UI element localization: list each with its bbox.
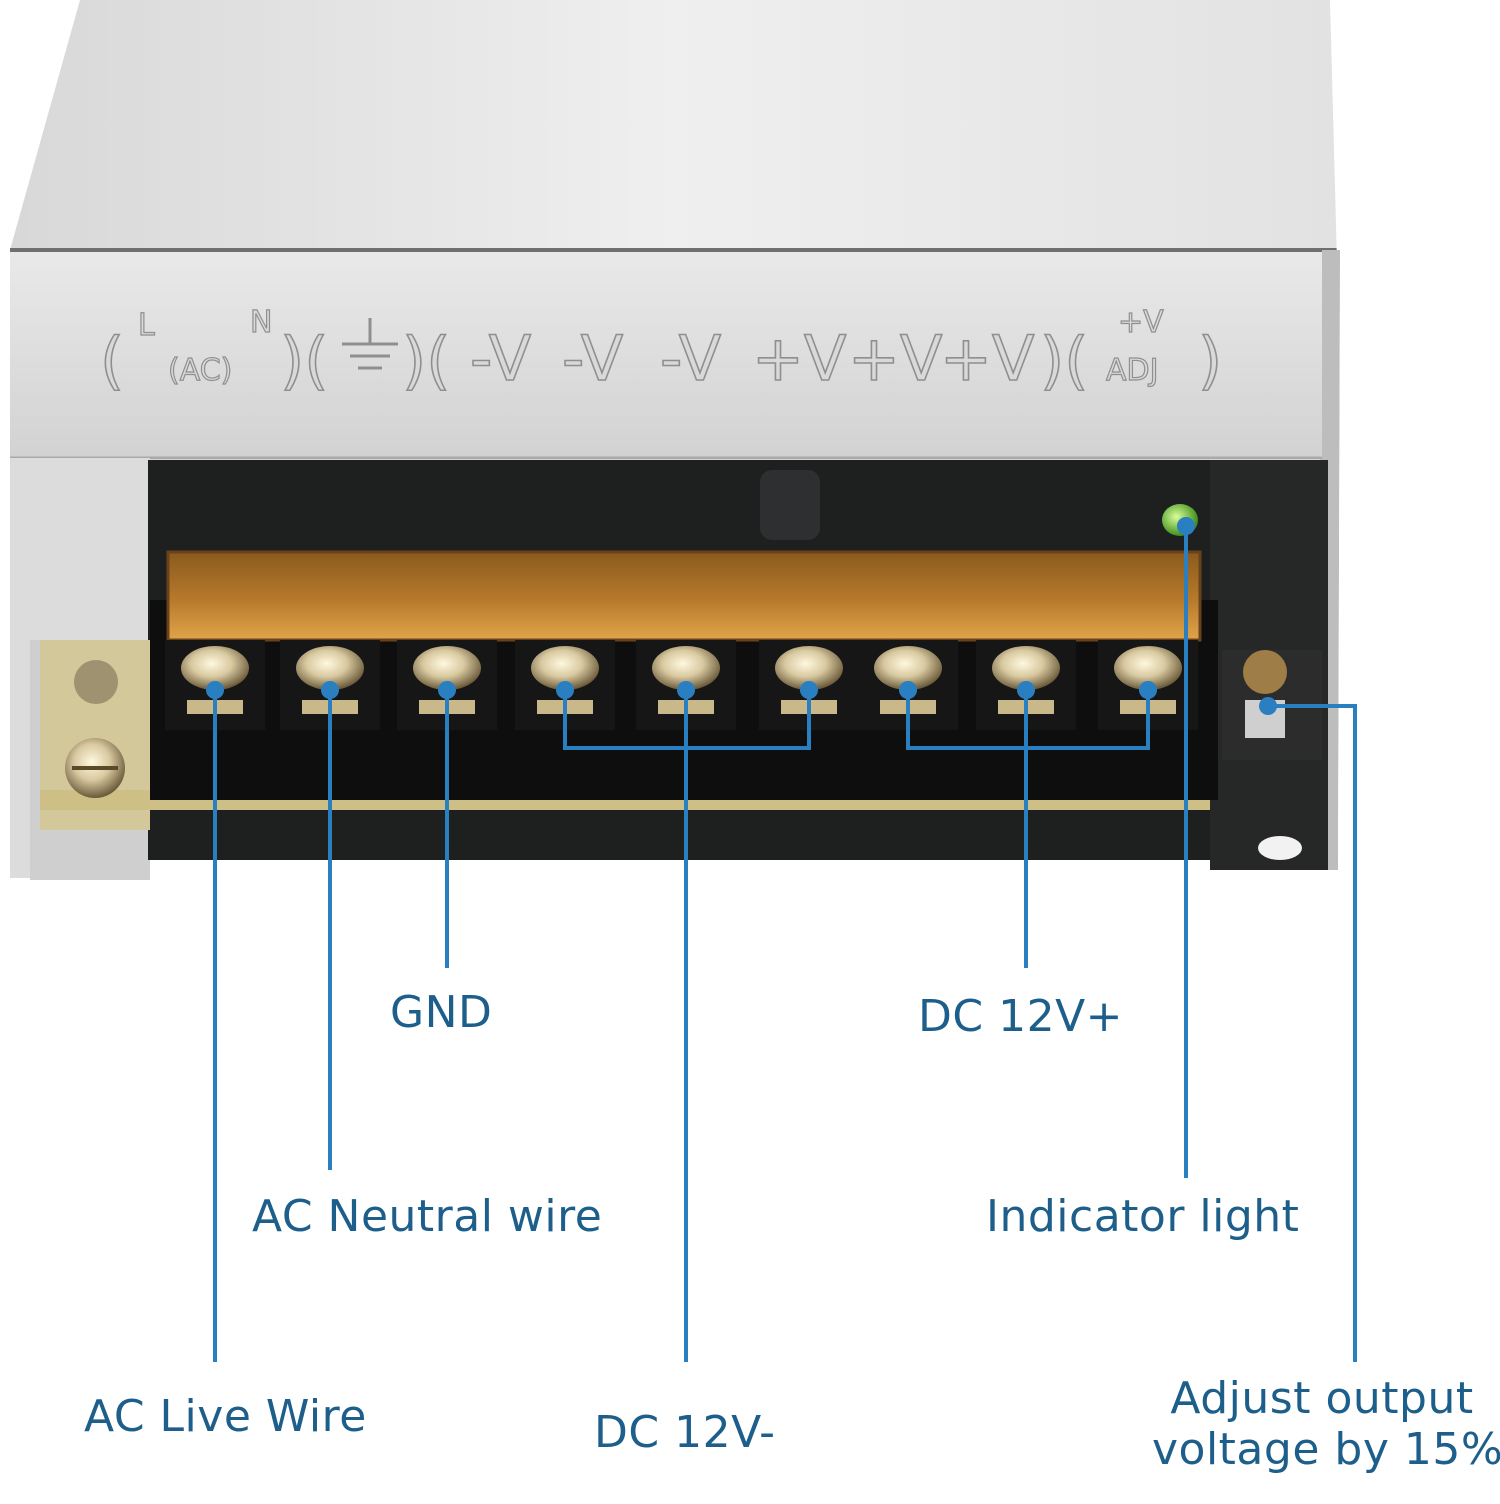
terminal-screw-icon [992, 646, 1060, 690]
callout-adjust-line1: Adjust output [1170, 1373, 1474, 1424]
callout-adjust-voltage: Adjust output voltage by 15% [1152, 1373, 1500, 1475]
ground-symbol-icon [342, 318, 398, 370]
panel-bracket: ) [1198, 324, 1222, 397]
panel-bracket: )( [402, 324, 450, 397]
panel-adj-top: +V [1118, 305, 1164, 340]
callout-dot [556, 681, 574, 699]
panel-bracket: )( [1040, 324, 1088, 397]
terminal-screw-icon [1114, 646, 1182, 690]
callout-ac-live: AC Live Wire [84, 1391, 367, 1442]
panel-live-mark: L [138, 308, 155, 343]
callout-dot [677, 681, 695, 699]
metal-case-top [10, 0, 1500, 300]
callout-dot [1177, 517, 1195, 535]
callout-dot [899, 681, 917, 699]
panel-bracket: ( [100, 324, 124, 397]
callout-dot [321, 681, 339, 699]
callout-ac-neutral: AC Neutral wire [252, 1191, 603, 1242]
panel-adj-bottom: ADJ [1106, 353, 1158, 388]
panel-v-plus-3: +V [940, 322, 1034, 395]
panel-v-plus-1: +V [752, 322, 846, 395]
terminal-screw-icon [874, 646, 942, 690]
panel-neutral-mark: N [250, 305, 272, 340]
callout-dc-plus: DC 12V+ [918, 991, 1124, 1042]
terminal-screw-icon [413, 646, 481, 690]
callout-gnd: GND [390, 987, 493, 1038]
amber-terminal-cover [166, 550, 1202, 642]
terminal-screw-icon [775, 646, 843, 690]
panel-ac-mark: (AC) [168, 353, 232, 388]
terminal-screw-icon [181, 646, 249, 690]
callout-dots [206, 517, 1277, 715]
callout-adjust-line2: voltage by 15% [1152, 1423, 1500, 1475]
panel-v-minus-1: -V [470, 322, 531, 395]
callout-dot [438, 681, 456, 699]
panel-bracket: )( [280, 324, 328, 397]
leader-adjust [1268, 704, 1357, 1362]
callout-dot [1259, 697, 1277, 715]
callout-dot [1139, 681, 1157, 699]
callout-dot [1017, 681, 1035, 699]
terminal-screw-icon [652, 646, 720, 690]
callout-indicator-light: Indicator light [986, 1191, 1300, 1242]
callout-dot [800, 681, 818, 699]
callout-dc-minus: DC 12V- [594, 1407, 776, 1458]
terminal-screw-icon [296, 646, 364, 690]
terminal-screw-icon [531, 646, 599, 690]
callout-dot [206, 681, 224, 699]
panel-v-plus-2: +V [848, 322, 942, 395]
panel-v-minus-2: -V [562, 322, 623, 395]
panel-v-minus-3: -V [660, 322, 721, 395]
callout-leader-lines [213, 526, 1357, 1362]
terminal-label-panel: ( L (AC) N )( )( -V -V -V +V +V +V )( +V… [10, 252, 1322, 460]
